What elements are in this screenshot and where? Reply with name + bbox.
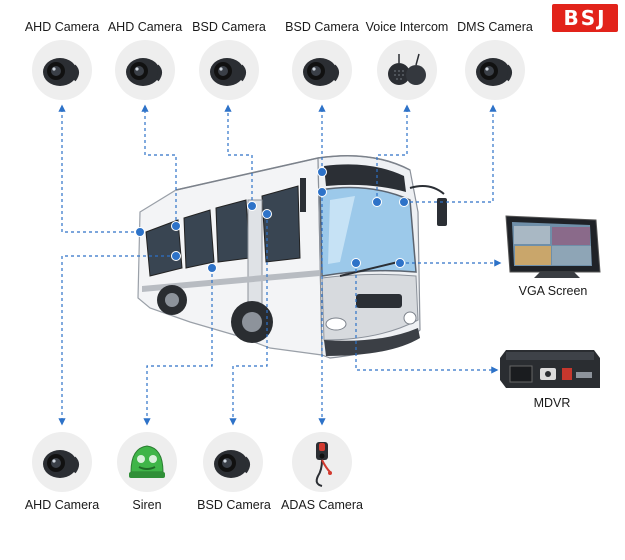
bsd-camera-1 <box>199 40 259 100</box>
camera-icon <box>126 58 162 86</box>
ahd-camera-2 <box>115 40 175 100</box>
adas-camera <box>292 432 352 492</box>
ahd-camera-3 <box>32 432 92 492</box>
label-siren: Siren <box>132 498 162 512</box>
camera-icon <box>43 450 79 478</box>
wire-top-1 <box>58 104 140 233</box>
label-bsd-camera-3: BSD Camera <box>197 498 271 512</box>
label-adas-camera: ADAS Camera <box>281 498 363 512</box>
camera-icon <box>214 450 250 478</box>
label-bsd-camera-1: BSD Camera <box>192 20 266 34</box>
label-ahd-camera-3: AHD Camera <box>24 498 100 512</box>
wire-bottom-2 <box>143 268 213 426</box>
label-voice-intercom: Voice Intercom <box>365 20 449 34</box>
camera-icon <box>210 58 246 86</box>
bus-illustration <box>137 154 447 359</box>
label-dms-camera: DMS Camera <box>457 20 533 34</box>
logo-text: BSJ <box>563 6 607 30</box>
label-ahd-camera-1: AHD Camera <box>24 20 100 34</box>
dms-camera <box>465 40 525 100</box>
wire-top-6 <box>404 104 497 203</box>
mdvr-icon <box>500 350 600 388</box>
wire-bottom-1 <box>58 255 176 426</box>
wire-top-3 <box>224 104 253 206</box>
siren <box>117 432 177 492</box>
wire-right-mdvr <box>355 263 499 374</box>
monitor-icon <box>505 215 601 278</box>
bsd-camera-2 <box>292 40 352 100</box>
voice-intercom <box>377 40 437 100</box>
label-bsd-camera-2: BSD Camera <box>285 20 359 34</box>
camera-icon <box>476 58 512 86</box>
intercom-icon <box>388 53 426 85</box>
ahd-camera-1 <box>32 40 92 100</box>
label-mdvr: MDVR <box>533 396 571 410</box>
label-ahd-camera-2: AHD Camera <box>107 20 183 34</box>
camera-icon <box>303 58 339 86</box>
wire-top-2 <box>141 104 177 226</box>
bsd-camera-3 <box>203 432 263 492</box>
label-vga-screen: VGA Screen <box>518 284 588 298</box>
brand-logo: BSJ <box>552 4 618 32</box>
adas-camera-icon <box>315 442 332 487</box>
wire-bottom-3 <box>229 214 268 426</box>
camera-icon <box>43 58 79 86</box>
siren-icon <box>129 445 165 478</box>
wire-top-5 <box>376 104 411 202</box>
